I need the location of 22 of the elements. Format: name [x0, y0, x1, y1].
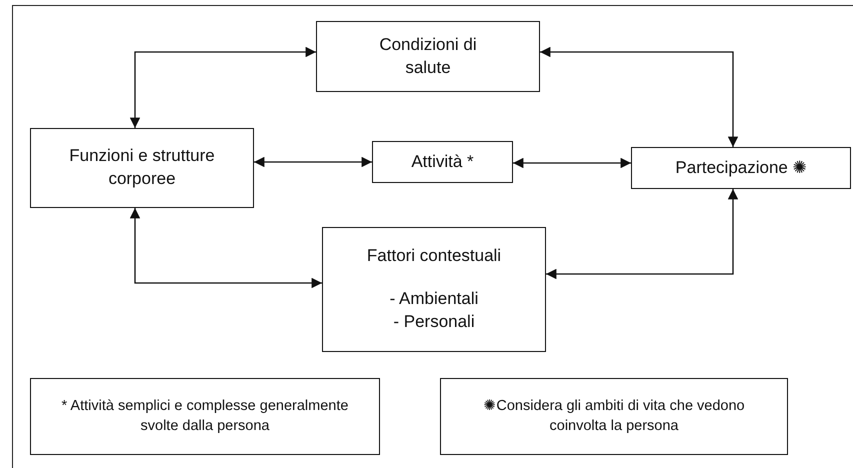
concept-box [30, 128, 254, 208]
box-text: ✺Considera gli ambiti di vita che vedono coinvolta la persona [482, 396, 746, 436]
box-text: Partecipazione ✺ [675, 156, 807, 179]
concept-box [372, 141, 513, 183]
double-arrow [546, 189, 738, 280]
double-arrow [513, 158, 631, 168]
concept-box [322, 227, 546, 352]
double-arrow [254, 156, 372, 168]
box-text: Attività * [411, 150, 474, 173]
box-text: Fattori contestuali [366, 245, 502, 268]
double-arrow [540, 46, 738, 147]
note-box [30, 378, 380, 455]
box-text: - Ambientali [390, 288, 478, 310]
note-box [440, 378, 788, 455]
box-text: * Attività semplici e complesse generalmente svolte dalla persona [60, 396, 350, 436]
box-text: Funzioni e strutture corporee [68, 145, 216, 190]
double-arrow [130, 46, 316, 128]
concept-box [316, 21, 540, 92]
double-arrow [130, 208, 322, 288]
box-text: - Personali [393, 310, 475, 333]
concept-box [631, 147, 851, 189]
box-text: Condizioni di salute [378, 34, 478, 78]
